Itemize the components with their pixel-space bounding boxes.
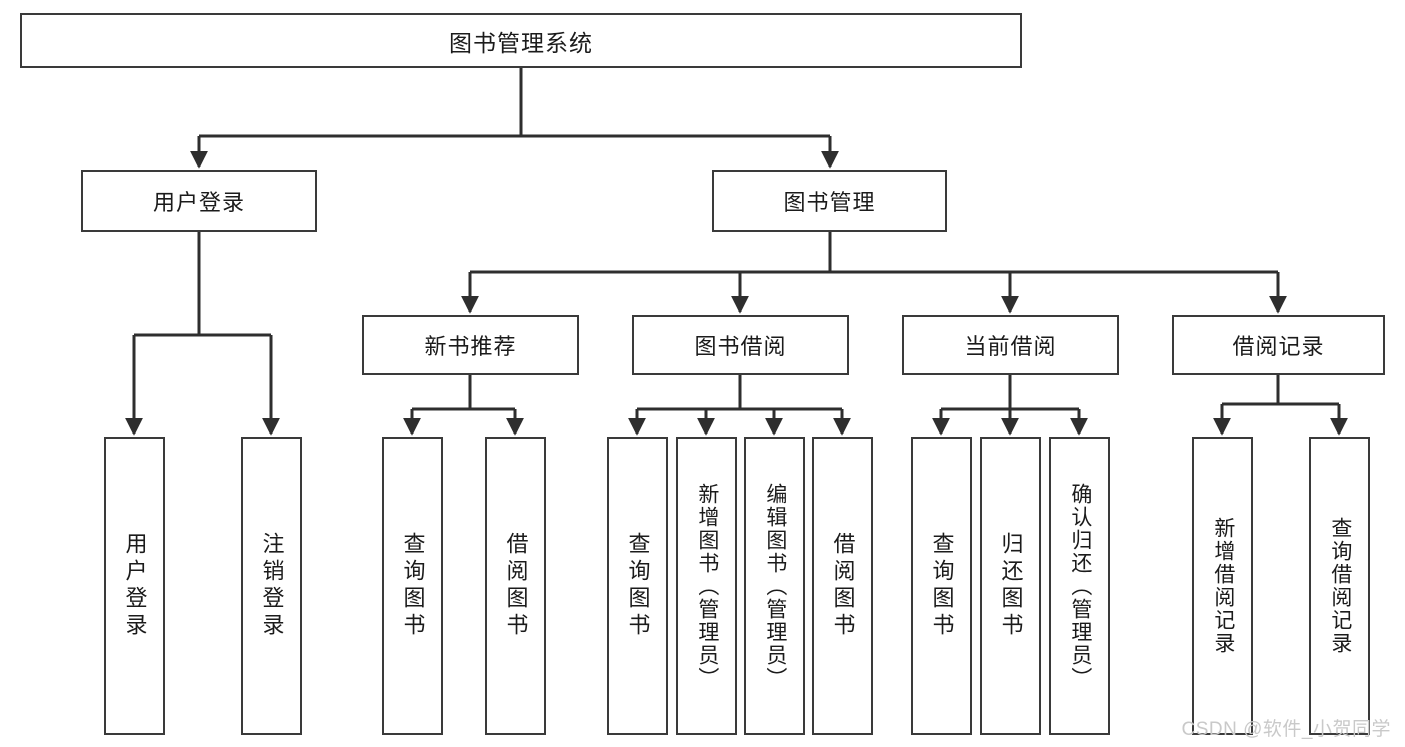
node-leaf-return-book[interactable]: 归还图书: [980, 437, 1041, 735]
node-root-label: 图书管理系统: [449, 29, 593, 56]
node-leaf-query-book-2[interactable]: 查询图书: [607, 437, 668, 735]
node-leaf-borrow-book-1-label: 借阅图书: [503, 532, 529, 640]
node-root[interactable]: 图书管理系统: [20, 13, 1022, 68]
node-book-manage-label: 图书管理: [783, 190, 876, 215]
node-leaf-user-login-label: 用户登录: [122, 532, 148, 640]
node-book-manage[interactable]: 图书管理: [712, 170, 947, 232]
node-new-book-recommend[interactable]: 新书推荐: [362, 315, 579, 375]
node-leaf-user-login[interactable]: 用户登录: [104, 437, 165, 735]
node-leaf-add-record[interactable]: 新增借阅记录: [1192, 437, 1253, 735]
node-leaf-confirm-return[interactable]: 确认归还（管理员）: [1049, 437, 1110, 735]
node-leaf-edit-book[interactable]: 编辑图书（管理员）: [744, 437, 805, 735]
node-leaf-return-book-label: 归还图书: [998, 532, 1024, 640]
node-book-borrow[interactable]: 图书借阅: [632, 315, 849, 375]
node-leaf-borrow-book-2[interactable]: 借阅图书: [812, 437, 873, 735]
node-leaf-add-book-label: 新增图书（管理员）: [695, 482, 719, 690]
node-leaf-user-logout[interactable]: 注销登录: [241, 437, 302, 735]
node-leaf-query-book-3-label: 查询图书: [929, 532, 955, 640]
node-leaf-query-record[interactable]: 查询借阅记录: [1309, 437, 1370, 735]
node-leaf-query-book-2-label: 查询图书: [625, 532, 651, 640]
node-leaf-query-book-1[interactable]: 查询图书: [382, 437, 443, 735]
node-leaf-user-logout-label: 注销登录: [259, 532, 285, 640]
node-current-borrow[interactable]: 当前借阅: [902, 315, 1119, 375]
node-leaf-edit-book-label: 编辑图书（管理员）: [763, 482, 787, 690]
node-new-book-recommend-label: 新书推荐: [424, 334, 517, 359]
node-borrow-record-label: 借阅记录: [1232, 334, 1325, 359]
node-leaf-borrow-book-2-label: 借阅图书: [830, 532, 856, 640]
node-leaf-query-book-1-label: 查询图书: [400, 532, 426, 640]
node-leaf-confirm-return-label: 确认归还（管理员）: [1068, 482, 1092, 690]
node-current-borrow-label: 当前借阅: [964, 334, 1057, 359]
node-leaf-add-book[interactable]: 新增图书（管理员）: [676, 437, 737, 735]
node-leaf-borrow-book-1[interactable]: 借阅图书: [485, 437, 546, 735]
watermark: CSDN @软件_小贺同学: [1181, 719, 1391, 740]
node-book-borrow-label: 图书借阅: [694, 334, 787, 359]
node-leaf-add-record-label: 新增借阅记录: [1211, 517, 1235, 655]
node-user-login[interactable]: 用户登录: [81, 170, 317, 232]
node-user-login-label: 用户登录: [152, 190, 245, 215]
node-leaf-query-book-3[interactable]: 查询图书: [911, 437, 972, 735]
node-leaf-query-record-label: 查询借阅记录: [1328, 517, 1352, 655]
node-borrow-record[interactable]: 借阅记录: [1172, 315, 1385, 375]
